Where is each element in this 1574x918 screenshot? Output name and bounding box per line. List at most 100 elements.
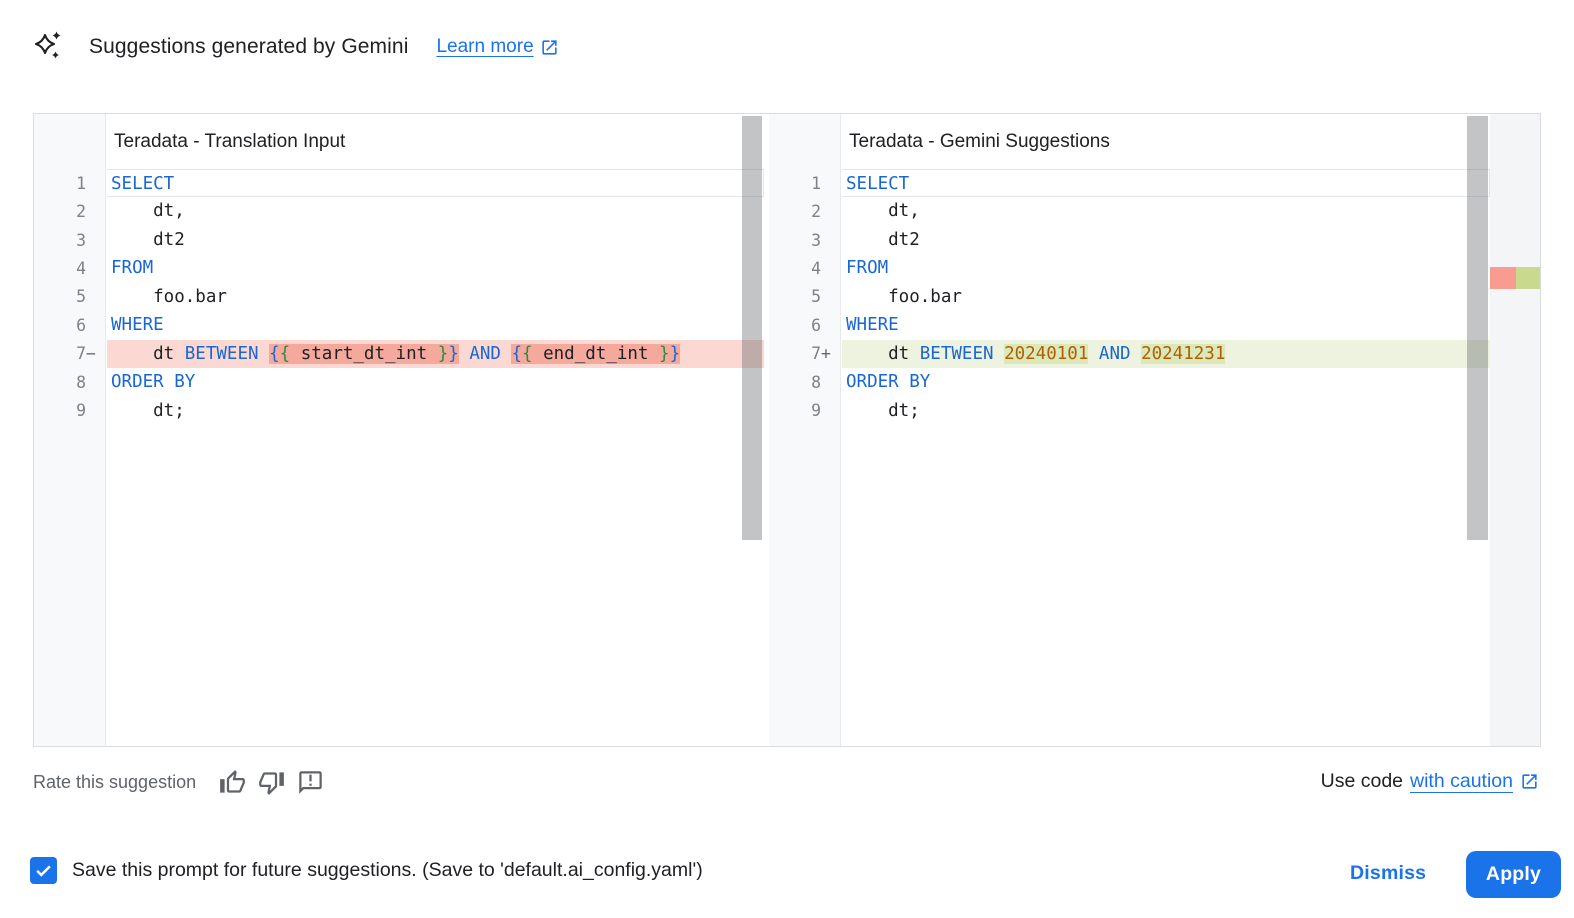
- scrollbar-track[interactable]: [742, 116, 762, 744]
- code-token: {: [511, 343, 523, 364]
- pane-title: Teradata - Translation Input: [107, 114, 764, 169]
- code-token: [501, 344, 512, 364]
- code-token: FROM: [846, 258, 889, 279]
- code-token: {: [269, 343, 280, 364]
- open-in-new-icon: [542, 39, 557, 55]
- code-line: dt BETWEEN 20240101 AND 20241231: [842, 339, 1490, 369]
- line-number: 7−: [76, 344, 96, 364]
- code-token: SELECT: [846, 174, 910, 194]
- with-caution-link[interactable]: with caution: [1410, 770, 1513, 792]
- thumb-up-icon: [220, 769, 245, 793]
- line-number: 4: [76, 259, 86, 279]
- scrollbar-thumb[interactable]: [1467, 116, 1488, 540]
- code-token: dt;: [111, 400, 185, 421]
- code-token: ORDER BY: [846, 372, 931, 393]
- code-token: [259, 344, 270, 364]
- code-line: foo.bar: [107, 283, 764, 311]
- code-token: }: [437, 343, 449, 364]
- thumb-down-icon: [259, 771, 284, 795]
- code-token: dt,: [846, 201, 920, 222]
- line-number: 1: [811, 173, 821, 193]
- thumb-down-button[interactable]: [258, 769, 285, 796]
- code-token: AND: [469, 343, 501, 364]
- code-token: 20240101: [1004, 343, 1089, 364]
- save-prompt-label: Save this prompt for future suggestions.…: [72, 859, 703, 881]
- code-token: {: [522, 343, 533, 364]
- line-number: 8: [76, 372, 86, 392]
- line-number: 5: [76, 287, 86, 307]
- bottom-bar: Save this prompt for future suggestions.…: [0, 840, 1574, 918]
- code-token: BETWEEN: [184, 343, 259, 364]
- line-number: 4: [811, 259, 821, 279]
- code-token: WHERE: [111, 315, 164, 336]
- code-token: [459, 344, 470, 364]
- code-token: [994, 344, 1005, 364]
- gemini-suggestions-pane: Teradata - Gemini Suggestions SELECT dt,…: [769, 114, 1540, 746]
- code-token: 20241231: [1141, 343, 1226, 364]
- dialog-header: Suggestions generated by Gemini Learn mo…: [33, 28, 559, 66]
- code-token: FROM: [111, 258, 154, 279]
- apply-button[interactable]: Apply: [1466, 851, 1561, 898]
- code-token: foo.bar: [111, 286, 227, 307]
- code-token: dt;: [846, 400, 920, 421]
- rate-row: Rate this suggestion: [33, 766, 324, 798]
- code-token: dt: [111, 343, 185, 364]
- code-token: BETWEEN: [919, 343, 994, 364]
- thumb-up-button[interactable]: [219, 769, 246, 796]
- line-number: 8: [811, 372, 821, 392]
- pane-title: Teradata - Gemini Suggestions: [842, 114, 1490, 169]
- line-number: 6: [811, 315, 821, 335]
- code-token: WHERE: [846, 315, 899, 336]
- save-prompt-checkbox[interactable]: [30, 857, 57, 884]
- line-number-gutter: [34, 114, 106, 746]
- code-token: dt: [846, 343, 920, 364]
- code-line: dt2: [842, 226, 1490, 254]
- code-area[interactable]: Teradata - Gemini Suggestions SELECT dt,…: [842, 114, 1490, 746]
- code-token: [1088, 344, 1099, 364]
- use-code-caution: Use code with caution: [1321, 770, 1539, 793]
- checkmark-icon: [36, 865, 51, 877]
- code-token: }: [448, 343, 459, 364]
- diff-overview-ruler[interactable]: [1490, 114, 1540, 746]
- diff-container: Teradata - Translation Input SELECT dt, …: [33, 113, 1541, 747]
- code-token: SELECT: [111, 174, 175, 194]
- code-line: SELECT: [842, 169, 1490, 198]
- code-token: }: [669, 343, 681, 364]
- code-line: FROM: [842, 254, 1490, 282]
- scrollbar-track[interactable]: [1467, 116, 1488, 744]
- dismiss-button[interactable]: Dismiss: [1350, 855, 1426, 891]
- code-token: end_dt_int: [532, 343, 660, 364]
- code-line: WHERE: [842, 311, 1490, 339]
- code-token: ORDER BY: [111, 372, 196, 393]
- line-number: 1: [76, 173, 86, 193]
- learn-more-link[interactable]: Learn more: [436, 36, 558, 58]
- rate-label: Rate this suggestion: [33, 771, 197, 792]
- pane-divider: [764, 114, 769, 746]
- code-line: dt,: [842, 197, 1490, 225]
- open-in-new-icon: [1522, 774, 1537, 789]
- scrollbar-thumb[interactable]: [742, 116, 762, 540]
- code-token: start_dt_int: [290, 343, 438, 364]
- line-number: 9: [76, 401, 86, 421]
- line-number: 5: [811, 287, 821, 307]
- dialog-title: Suggestions generated by Gemini: [89, 35, 409, 58]
- code-line: FROM: [107, 254, 764, 282]
- feedback-button[interactable]: [297, 769, 324, 796]
- code-token: }: [659, 343, 670, 364]
- gemini-sparkle-icon: [34, 31, 61, 59]
- line-number: 2: [811, 202, 821, 222]
- code-token: dt2: [111, 229, 185, 250]
- line-number: 7+: [811, 344, 831, 364]
- code-line: dt2: [107, 226, 764, 254]
- overview-deleted-mark: [1490, 267, 1516, 289]
- code-area[interactable]: Teradata - Translation Input SELECT dt, …: [107, 114, 764, 746]
- code-token: dt2: [846, 229, 920, 250]
- code-token: {: [279, 343, 291, 364]
- line-number: 6: [76, 315, 86, 335]
- code-line: SELECT: [107, 169, 764, 198]
- code-token: dt,: [111, 201, 185, 222]
